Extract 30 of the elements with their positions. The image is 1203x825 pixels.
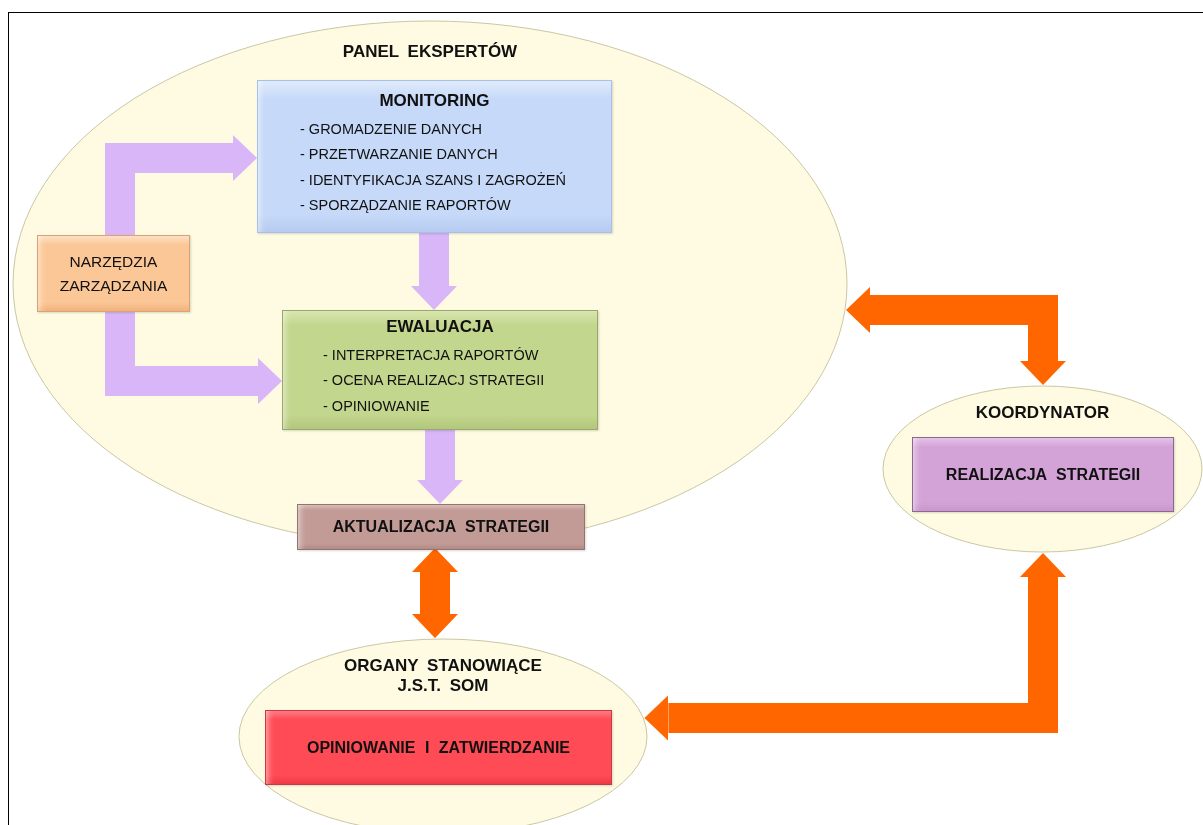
group-title: KOORDYNATOR <box>975 403 1110 423</box>
process-box <box>297 504 585 550</box>
list-item: - OPINIOWANIE <box>322 396 431 416</box>
box-heading: MONITORING <box>379 90 490 111</box>
list-item: - SPORZĄDZANIE RAPORTÓW <box>299 195 512 215</box>
list-item: - INTERPRETACJA RAPORTÓW <box>322 345 540 365</box>
box-heading: AKTUALIZACJA STRATEGII <box>332 518 550 536</box>
group-title: ORGANY STANOWIĄCE J.S.T. SOM <box>343 656 543 696</box>
process-box <box>257 80 612 233</box>
block-arrow <box>411 233 457 310</box>
process-box <box>282 310 598 430</box>
block-arrow <box>417 430 463 504</box>
list-item: - PRZETWARZANIE DANYCH <box>299 145 499 165</box>
group-title: PANEL EKSPERTÓW <box>342 42 518 62</box>
block-arrow <box>412 548 458 639</box>
block-arrow <box>846 287 1066 385</box>
group-ellipse <box>882 385 1203 553</box>
process-box <box>37 235 190 312</box>
list-item: - OCENA REALIZACJ STRATEGII <box>322 371 546 391</box>
list-item: - IDENTYFIKACJA SZANS I ZAGROŻEŃ <box>299 170 567 190</box>
block-arrow <box>105 312 282 404</box>
box-heading: EWALUACJA <box>386 316 494 337</box>
box-heading: REALIZACJA STRATEGII <box>945 465 1141 484</box>
box-heading: OPINIOWANIE I ZATWIERDZANIE <box>307 738 570 757</box>
group-ellipse <box>12 20 848 548</box>
box-label: NARZĘDZIA ZARZĄDZANIA <box>58 252 169 296</box>
process-box <box>912 437 1174 512</box>
process-box <box>265 710 612 785</box>
list-item: - GROMADZENIE DANYCH <box>299 119 484 139</box>
block-arrow <box>644 553 1066 741</box>
